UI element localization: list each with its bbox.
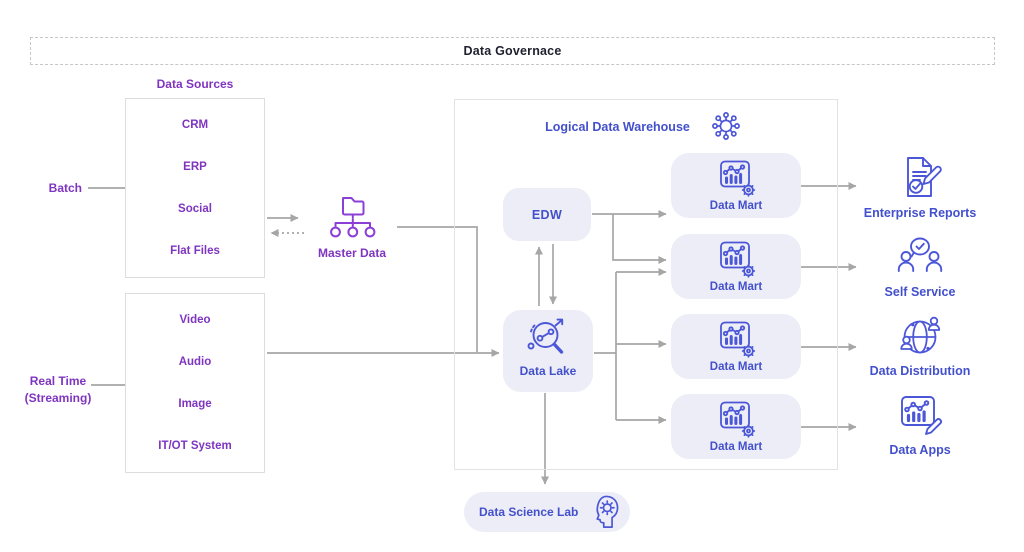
data-governance-title: Data Governace (463, 44, 562, 58)
source-item-audio: Audio (178, 356, 212, 368)
magnifier-data-icon (523, 315, 573, 363)
data-mart-3: Data Mart (671, 314, 801, 379)
report-check-pencil-icon (896, 154, 944, 202)
realtime-label-line2: (Streaming) (24, 391, 92, 405)
data-mart-2: Data Mart (671, 234, 801, 299)
edw-to-mart2-arrow (612, 214, 667, 264)
batch-label: Batch (48, 181, 82, 195)
chart-pencil-icon (895, 393, 945, 439)
data-lake-node: Data Lake (503, 310, 593, 392)
master-data-node: Master Data (306, 192, 398, 260)
chart-gear-icon (713, 240, 759, 280)
data-mart-label: Data Mart (709, 361, 763, 373)
chart-gear-icon (713, 400, 759, 440)
output-data-distribution: Data Distribution (845, 312, 995, 378)
source-item-image: Image (178, 398, 212, 410)
edw-label: EDW (531, 207, 563, 222)
source-item-flat-files: Flat Files (170, 245, 220, 257)
output-label: Self Service (884, 285, 956, 299)
globe-users-icon (896, 312, 944, 360)
batch-sources-box: CRM ERP Social Flat Files (125, 98, 265, 278)
data-mart-1: Data Mart (671, 153, 801, 218)
logical-data-warehouse-box (454, 99, 838, 470)
data-science-lab-label: Data Science Lab (479, 505, 579, 519)
data-mart-4: Data Mart (671, 394, 801, 459)
data-mart-label: Data Mart (709, 200, 763, 212)
chart-gear-icon (713, 159, 759, 199)
data-lake-label: Data Lake (519, 364, 577, 378)
output-enterprise-reports: Enterprise Reports (845, 154, 995, 220)
source-item-social: Social (178, 203, 212, 215)
source-item-crm: CRM (181, 119, 209, 131)
data-mart-label: Data Mart (709, 441, 763, 453)
folder-hierarchy-icon (326, 192, 378, 242)
source-item-video: Video (179, 314, 211, 326)
output-self-service: Self Service (845, 233, 995, 299)
source-item-erp: ERP (183, 161, 207, 173)
realtime-label-line1: Real Time (29, 374, 87, 388)
streaming-sources-box: Video Audio Image IT/OT System (125, 293, 265, 473)
master-data-label: Master Data (317, 246, 387, 260)
logical-data-warehouse-title: Logical Data Warehouse (545, 120, 690, 134)
master-feed-line (397, 226, 478, 352)
head-gear-icon (586, 494, 620, 530)
output-label: Data Distribution (869, 364, 971, 378)
output-label: Enterprise Reports (863, 206, 977, 220)
source-item-itot: IT/OT System (158, 440, 232, 452)
realtime-label: Real Time (Streaming) (14, 373, 102, 407)
data-mart-label: Data Mart (709, 281, 763, 293)
output-data-apps: Data Apps (845, 393, 995, 457)
data-sources-heading: Data Sources (156, 77, 234, 91)
people-chat-check-icon (894, 233, 946, 281)
edw-node: EDW (503, 188, 591, 241)
network-hub-icon (708, 110, 744, 144)
data-governance-banner: Data Governace (30, 37, 995, 65)
output-label: Data Apps (889, 443, 951, 457)
chart-gear-icon (713, 320, 759, 360)
data-science-lab-node: Data Science Lab (464, 492, 630, 532)
